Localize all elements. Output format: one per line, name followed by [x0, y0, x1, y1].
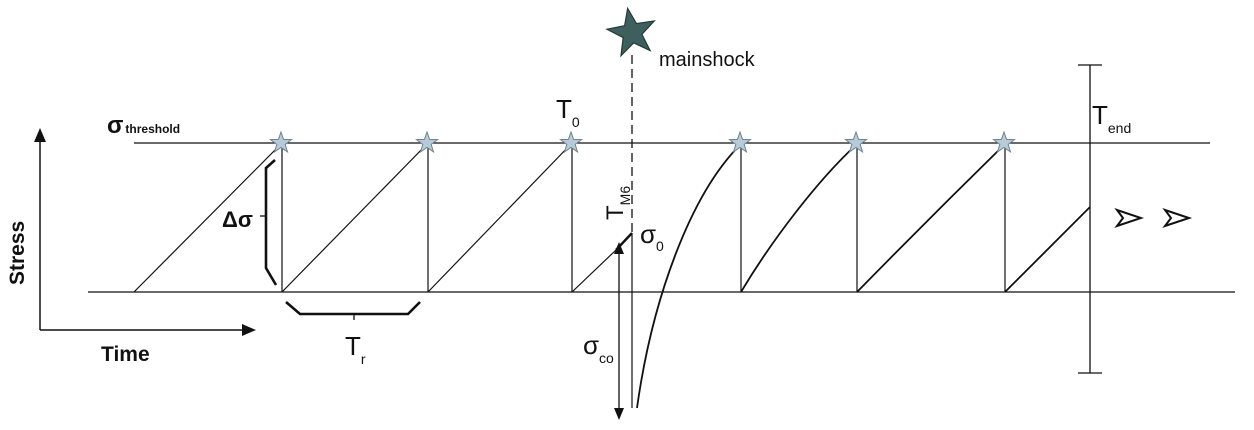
- sigma-co-up-arrowhead-icon: [614, 242, 624, 254]
- loading-ramp-1: [133, 142, 283, 293]
- continuation-arrowhead-icon-2: [1162, 208, 1193, 228]
- star-icon: [415, 130, 439, 154]
- stress-axis-label: Stress: [6, 221, 29, 285]
- loading-ramp-2: [281, 142, 429, 293]
- loading-ramp-final: [1004, 206, 1091, 293]
- star-icon: [559, 130, 583, 154]
- recovery-curve-1: [636, 144, 741, 409]
- time-axis-arrowhead-icon: [242, 324, 256, 336]
- continuation-arrowhead-icon-1: [1114, 208, 1145, 228]
- sigma-co-arrow: [614, 242, 624, 420]
- t-end-label: Tend: [1092, 100, 1131, 136]
- delta-sigma-bracket: [264, 159, 278, 286]
- t0-label: T0: [556, 94, 580, 130]
- time-axis-label: Time: [101, 343, 150, 366]
- axes: [34, 128, 256, 336]
- loading-ramp-4: [571, 249, 617, 293]
- mainshock-star-icon: [605, 6, 656, 58]
- delta-sigma-label: Δσ: [222, 207, 253, 232]
- stress-cycles: [133, 142, 1091, 409]
- mainshock-label: mainshock: [659, 49, 756, 71]
- t-end-marker: [1078, 64, 1102, 374]
- recurrence-bracket: [285, 301, 421, 316]
- sigma-co-down-arrowhead-icon: [614, 408, 624, 420]
- star-icon: [844, 130, 868, 154]
- t-m6-label: TM6: [602, 186, 633, 220]
- loading-ramp-3: [427, 142, 573, 293]
- star-icon: [992, 130, 1016, 154]
- sigma0-label: σ0: [640, 219, 664, 254]
- event-stars: [269, 130, 1016, 154]
- stress-axis-arrowhead-icon: [34, 128, 46, 142]
- continuation-arrows: [1114, 208, 1193, 228]
- recurrence-time-label: Tr: [345, 331, 366, 367]
- recovery-curve-3: [856, 144, 1005, 293]
- recovery-curve-2: [740, 144, 857, 293]
- sigma-co-label: σco: [583, 330, 614, 366]
- star-icon: [269, 130, 293, 154]
- star-icon: [728, 130, 752, 154]
